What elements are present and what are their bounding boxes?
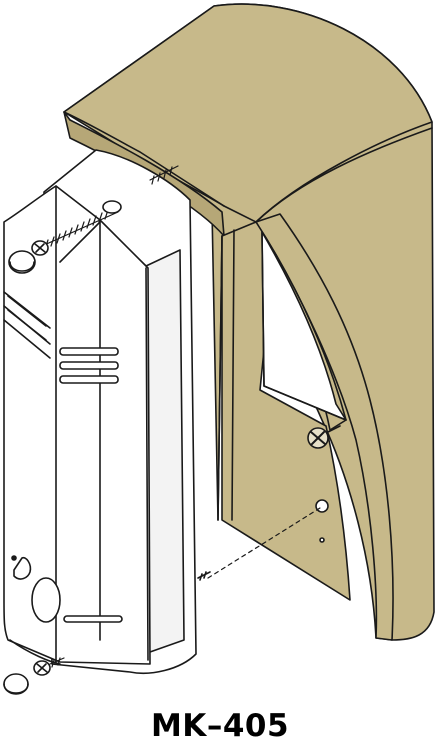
bottom-mounting-screw (33, 571, 211, 676)
speaker-grille (3, 291, 51, 359)
canopy-screw (307, 425, 341, 449)
canopy-front-lip (255, 213, 394, 641)
panel-front-face (3, 185, 151, 665)
mounting-hole-small (319, 537, 325, 543)
canopy-top-edge (63, 3, 433, 223)
mounting-hole (315, 499, 329, 513)
call-button (31, 577, 61, 623)
intercom-call-panel (3, 149, 197, 674)
visor-canopy (63, 3, 435, 641)
side-vents (59, 347, 123, 623)
alignment-line (207, 507, 321, 579)
canopy-window (261, 231, 347, 421)
top-screw-cap (8, 250, 36, 274)
model-caption: MK–405 (150, 708, 290, 744)
bottom-screw-cap (3, 673, 29, 695)
top-mounting-screw (31, 200, 122, 256)
upper-screw (149, 165, 179, 185)
bell-icon (13, 556, 32, 580)
